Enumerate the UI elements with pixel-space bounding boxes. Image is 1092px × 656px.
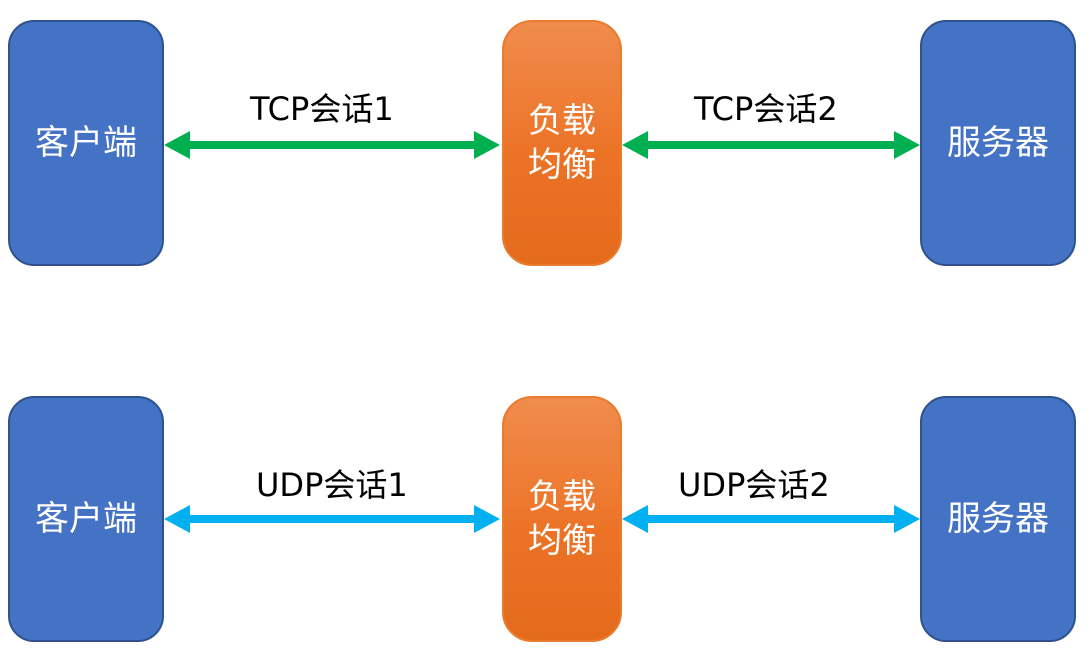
load-balancer-box-tcp: 负载均衡 xyxy=(502,20,622,266)
udp-arrow-balancer-server xyxy=(622,505,920,533)
load-balancer-label-tcp: 负载均衡 xyxy=(528,100,596,185)
tcp-session-1-label: TCP会话1 xyxy=(250,90,394,128)
client-box-udp: 客户端 xyxy=(8,396,164,642)
server-label-udp: 服务器 xyxy=(947,498,1049,539)
load-balancer-box-udp: 负载均衡 xyxy=(502,396,622,642)
load-balancer-label-udp: 负载均衡 xyxy=(528,476,596,561)
server-label-tcp: 服务器 xyxy=(947,122,1049,163)
client-label-udp: 客户端 xyxy=(35,498,137,539)
client-label-tcp: 客户端 xyxy=(35,122,137,163)
udp-session-2-label: UDP会话2 xyxy=(678,466,830,504)
tcp-arrow-balancer-server xyxy=(622,131,920,159)
client-box-tcp: 客户端 xyxy=(8,20,164,266)
udp-arrow-client-balancer xyxy=(164,505,500,533)
tcp-session-2-label: TCP会话2 xyxy=(694,90,838,128)
tcp-arrow-client-balancer xyxy=(164,131,500,159)
udp-session-1-label: UDP会话1 xyxy=(256,466,408,504)
server-box-tcp: 服务器 xyxy=(920,20,1076,266)
server-box-udp: 服务器 xyxy=(920,396,1076,642)
